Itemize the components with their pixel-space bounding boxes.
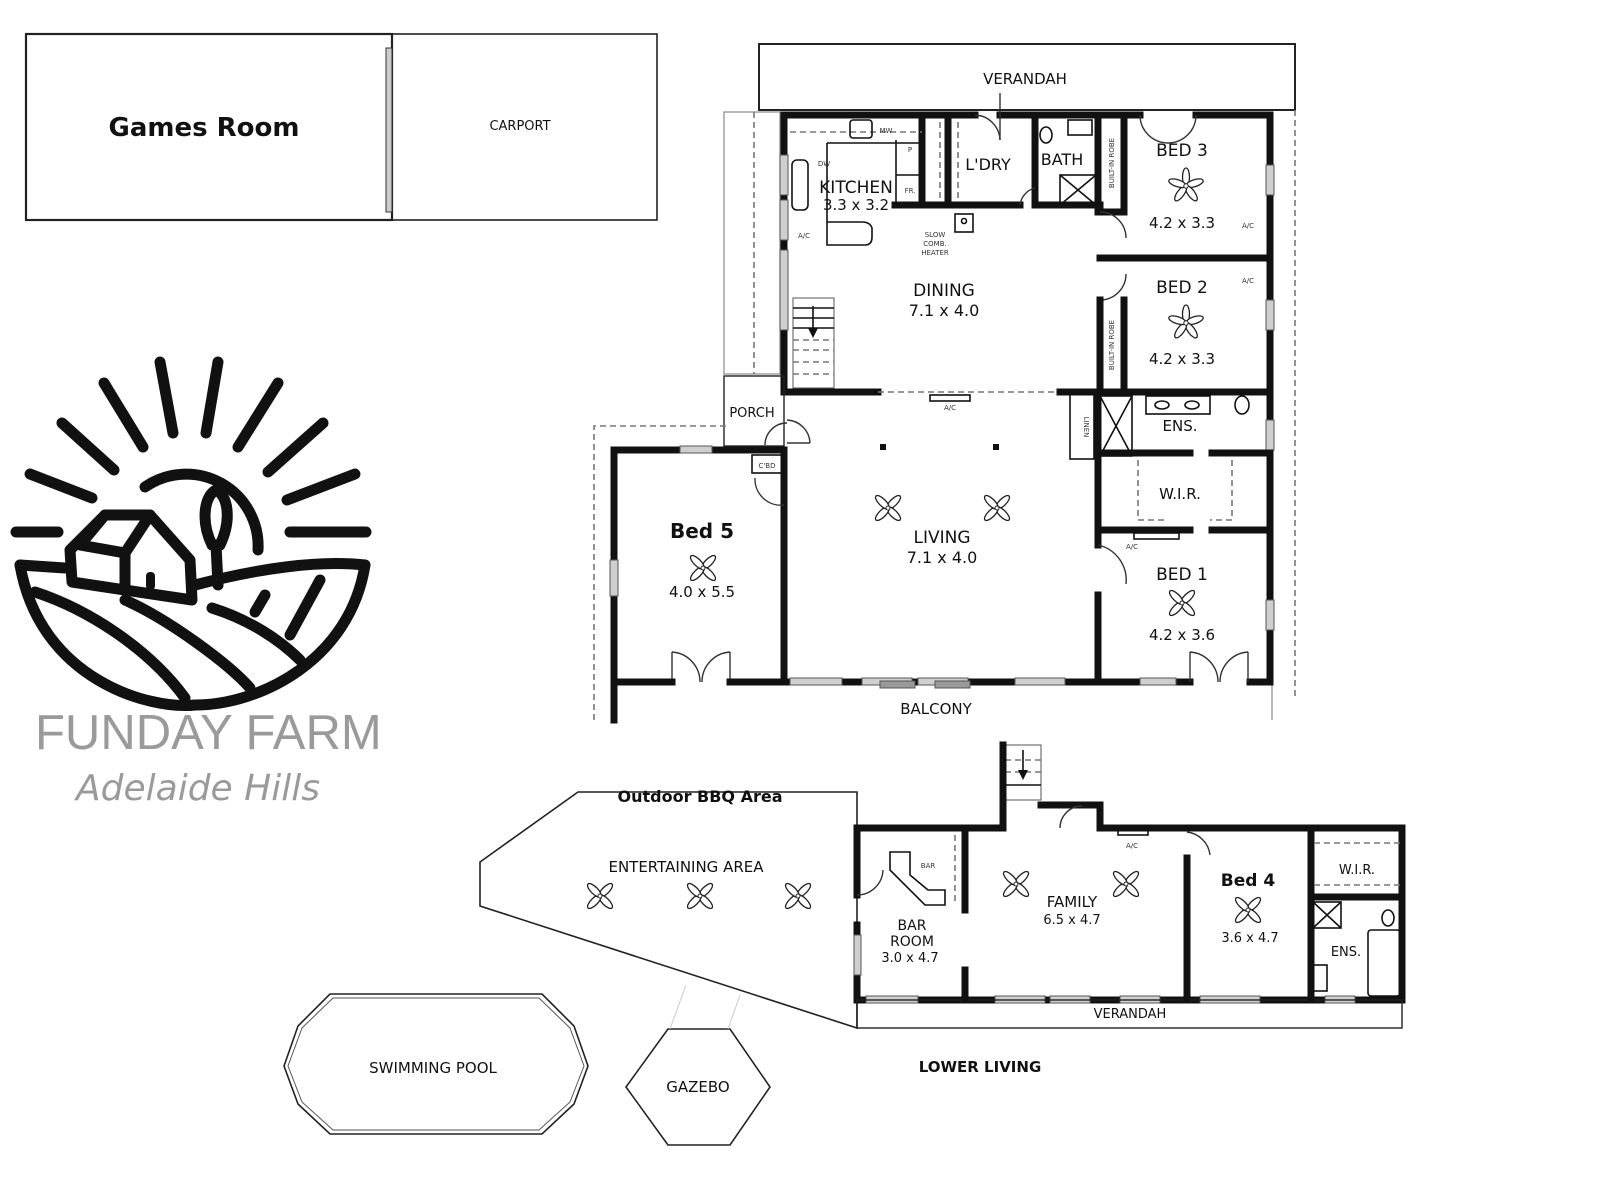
upper-floor-plan: VERANDAH MW DW [593, 43, 1296, 724]
bed2-ac-label: A/C [1242, 277, 1254, 285]
arrow-down-icon [808, 328, 818, 338]
dining-size: 7.1 x 4.0 [909, 301, 980, 320]
bed3-ac-label: A/C [1242, 222, 1254, 230]
bed4-size: 3.6 x 4.7 [1221, 931, 1278, 946]
fridge-label: FR. [905, 187, 916, 195]
gazebo-outline [625, 1028, 771, 1146]
lower-wir-label: W.I.R. [1339, 863, 1375, 878]
bed1-ac-label: A/C [1126, 543, 1138, 551]
basin-icon [1067, 119, 1093, 136]
kitchen-ac-label: A/C [798, 232, 810, 240]
brand-name: FUNDAY FARM [35, 706, 382, 760]
vanity-icon [1145, 395, 1211, 415]
bar-label: BAR [921, 862, 936, 870]
bath-label: BATH [1041, 150, 1083, 169]
family-size: 6.5 x 4.7 [1043, 913, 1100, 928]
bed2-robe-label: BUILT-IN ROBE [1108, 320, 1116, 370]
side-deck [723, 111, 781, 375]
bed3-size: 4.2 x 3.3 [1149, 214, 1215, 232]
bed3-label: BED 3 [1156, 141, 1208, 161]
outdoor-bbq-area-outline [479, 791, 858, 1030]
lower-ensuite-label: ENS. [1331, 945, 1361, 960]
games-room-label: Games Room [109, 113, 300, 143]
pantry-label: P [908, 146, 912, 154]
bed5-size: 4.0 x 5.5 [669, 583, 735, 601]
microwave-label: MW [880, 127, 893, 135]
bed2-size: 4.2 x 3.3 [1149, 350, 1215, 368]
brand-location: Adelaide Hills [76, 768, 320, 809]
heater-label-2: COMB. [923, 240, 946, 248]
sink-icon [791, 159, 809, 211]
cupboard-label: C'BD [758, 462, 775, 470]
bar-room-label-2: ROOM [890, 934, 934, 950]
brand-logo [10, 356, 372, 712]
kitchen-size: 3.3 x 3.2 [823, 196, 889, 214]
verandah-label: VERANDAH [983, 70, 1067, 88]
living-label: LIVING [913, 528, 970, 548]
stairs-down [792, 297, 835, 389]
laundry-label: L'DRY [965, 155, 1011, 174]
family-ac-label: A/C [1126, 842, 1138, 850]
lower-verandah-outline [856, 999, 1403, 1029]
porch-label: PORCH [729, 406, 774, 421]
entertaining-area-label: ENTERTAINING AREA [608, 858, 764, 876]
swimming-pool-outline [283, 993, 589, 1135]
bar-room-label-1: BAR [898, 918, 927, 934]
lower-shower-icon [1312, 901, 1342, 929]
verandah-outline [758, 43, 1296, 111]
cooktop-icon [849, 119, 873, 139]
grounds: SWIMMING POOL GAZEBO [283, 984, 771, 1146]
lower-floor-plan: Outdoor BBQ Area ENTERTAINING AREA VERAN… [479, 741, 1406, 1076]
bed1-size: 4.2 x 3.6 [1149, 626, 1215, 644]
porch-outline [723, 375, 785, 447]
arrow-down-icon [1018, 770, 1028, 780]
sun-farmhouse-hills-logo-icon [10, 356, 372, 712]
lower-toilet-icon [1381, 909, 1395, 927]
bed5-label: Bed 5 [670, 519, 734, 543]
toilet-icon [1039, 126, 1053, 144]
ensuite-toilet-icon [1234, 395, 1250, 415]
family-label: FAMILY [1047, 893, 1098, 911]
lower-living-title: LOWER LIVING [919, 1058, 1042, 1076]
swimming-pool-label: SWIMMING POOL [369, 1059, 497, 1077]
ensuite-label: ENS. [1163, 417, 1198, 435]
bar-counter [889, 851, 946, 906]
living-ac-label: A/C [944, 404, 956, 412]
linen-cupboard [1069, 393, 1095, 460]
bathtub-icon [1367, 929, 1401, 997]
heater-icon [954, 213, 974, 233]
gazebo-label: GAZEBO [666, 1078, 729, 1096]
carport-label: CARPORT [489, 119, 550, 134]
living-size: 7.1 x 4.0 [907, 548, 978, 567]
heater-label-3: HEATER [921, 249, 949, 257]
lower-basin-icon [1312, 964, 1328, 992]
bed2-label: BED 2 [1156, 278, 1208, 298]
outdoor-bbq-label: Outdoor BBQ Area [617, 787, 782, 806]
wir-label: W.I.R. [1159, 485, 1201, 503]
dishwasher-label: DW [818, 160, 830, 168]
lower-verandah-label: VERANDAH [1094, 1007, 1167, 1022]
kitchen-label: KITCHEN [819, 178, 893, 198]
dining-label: DINING [913, 281, 975, 301]
bed1-label: BED 1 [1156, 565, 1208, 585]
balcony-label: BALCONY [900, 700, 972, 718]
linen-label: LINEN [1082, 417, 1090, 438]
bar-room-size: 3.0 x 4.7 [881, 951, 938, 966]
bed4-label: Bed 4 [1221, 871, 1276, 891]
outbuilding: Games Room CARPORT [24, 32, 658, 222]
shower-icon [1059, 174, 1097, 206]
bed3-robe-label: BUILT-IN ROBE [1108, 138, 1116, 188]
roller-door [385, 47, 393, 213]
heater-label-1: SLOW [925, 231, 946, 239]
